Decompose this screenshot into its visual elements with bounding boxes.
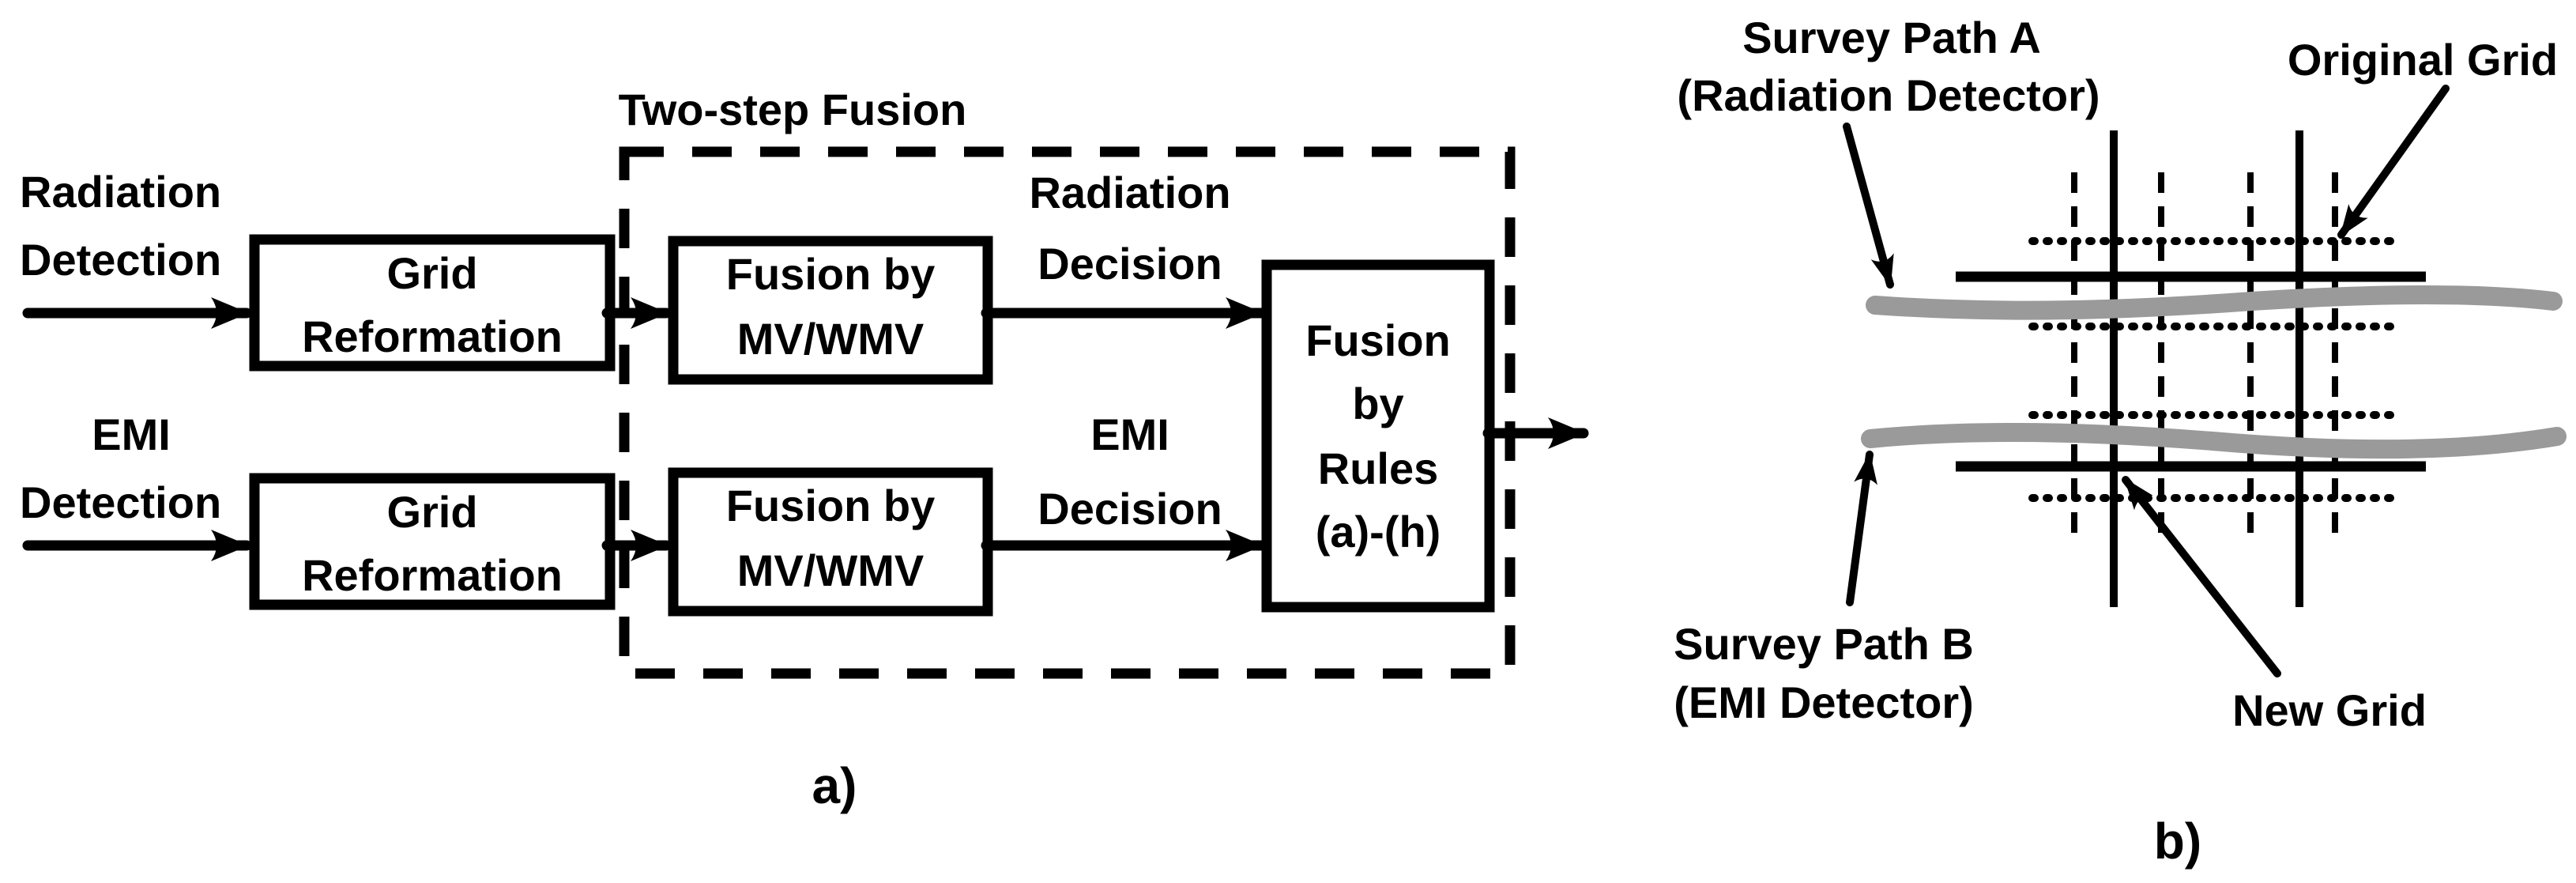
emi-input-label-line1: EMI [92,409,171,459]
fusion-mv-label-line1: Fusion by [726,481,935,530]
fusion-mv-label-line2: MV/WMV [737,314,924,364]
panel-b: Survey Path A (Radiation Detector) Origi… [1674,13,2567,870]
survey-path-b-pointer-arrow [1846,451,1877,606]
radiation-input-label-line2: Detection [20,235,221,285]
emi-input-label-line2: Detection [20,477,221,527]
radiation-input-label-line1: Radiation [20,167,221,217]
survey-path-a-label-line1: Survey Path A [1742,13,2041,62]
survey-path-a-label-line2: (Radiation Detector) [1677,70,2100,120]
fusion-mv-box-radiation [668,236,993,385]
fusion-rules-box [1261,259,1495,613]
grid-reformation-label-line1: Grid [386,487,477,537]
two-step-fusion-dashed-box [619,146,1516,679]
grid-reformation-label-line2: Reformation [302,311,563,361]
radiation-decision-label-line1: Radiation [1029,168,1230,217]
panel-a-caption: a) [812,757,857,814]
radiation-decision-label-line2: Decision [1038,239,1222,289]
survey-path-a-line [1866,285,2563,320]
fusion-rules-label-line3: Rules [1318,443,1439,493]
grid-reformation-label-line1: Grid [386,248,477,298]
original-grid-label: Original Grid [2288,35,2558,85]
emi-decision-label-line1: EMI [1090,409,1169,459]
two-step-fusion-title: Two-step Fusion [619,85,967,134]
survey-path-b-line [1861,422,2567,459]
fusion-rules-label-line4: (a)-(h) [1316,507,1441,557]
new-grid-pointer-arrow [2122,476,2281,677]
fusion-mv-label-line2: MV/WMV [737,545,924,595]
grid-reformation-box-radiation [249,234,616,372]
survey-path-b-label-line2: (EMI Detector) [1674,677,1974,727]
panel-b-caption: b) [2154,813,2201,870]
fusion-rules-label-line2: by [1352,379,1403,428]
fusion-rules-label-line1: Fusion [1305,315,1451,365]
emi-decision-label-line2: Decision [1038,484,1222,534]
grid-reformation-box-emi [249,473,616,610]
original-grid-pointer-arrow [2337,85,2450,239]
grid-reformation-label-line2: Reformation [302,550,563,600]
fusion-mv-label-line1: Fusion by [726,249,935,299]
new-grid-label: New Grid [2232,685,2427,735]
survey-path-a-pointer-arrow [1843,123,1894,289]
panel-a: Two-step Fusion Radiation Detection EMI … [20,85,1589,814]
survey-path-b-label-line1: Survey Path B [1674,619,1974,669]
